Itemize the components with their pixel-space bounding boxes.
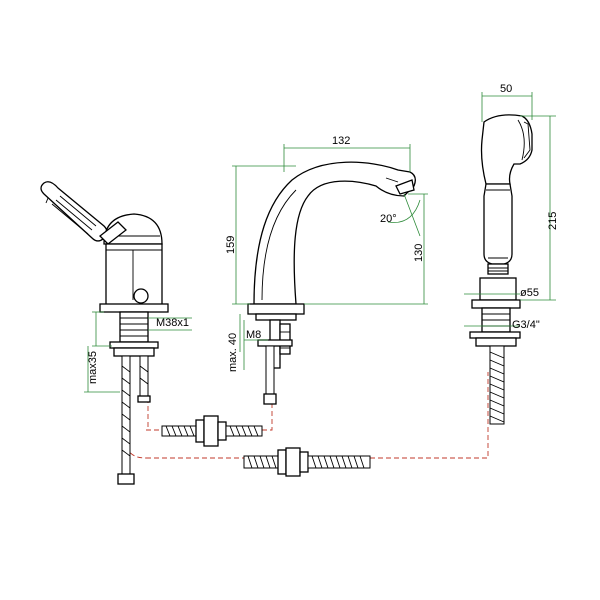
lever-mixer — [40, 181, 169, 485]
handshower-diameter-label: ø55 — [520, 287, 539, 299]
handshower — [469, 114, 533, 425]
spout-stud-thread-label: M8 — [246, 329, 261, 341]
mixer-dimensions: M38x1 max35 — [84, 311, 192, 393]
mixer-shank — [119, 311, 149, 343]
spout-dimensions: 132 159 130 20° M8 max. 40 — [225, 135, 428, 372]
handshower-hose-coil — [489, 351, 505, 423]
spout — [247, 161, 416, 405]
spout-max-deck-label: max. 40 — [227, 333, 239, 372]
spout-reach-label: 132 — [332, 135, 350, 147]
mixer-max-deck-label: max35 — [87, 351, 99, 384]
mixer-supply-hose-right — [139, 355, 149, 401]
hidden-connection-lines — [125, 372, 489, 459]
lever-handle — [40, 181, 108, 242]
handshower-holder — [479, 277, 517, 301]
handshower-head — [480, 114, 533, 185]
spout-outlet-height-label: 130 — [413, 244, 425, 262]
connector-hose-short — [161, 415, 263, 447]
connector-hose-long — [243, 447, 371, 477]
spout-supply-tube — [265, 345, 275, 397]
spout-height-label: 159 — [225, 236, 237, 254]
mixer-body — [105, 243, 163, 311]
handshower-dimensions: 50 215 ø55 G3/4" — [464, 83, 559, 331]
spout-aerator — [395, 179, 415, 195]
handshower-height-label: 215 — [547, 212, 559, 230]
spout-body — [253, 161, 416, 305]
handshower-grip — [483, 183, 513, 265]
mixer-indicator — [133, 288, 149, 304]
handshower-width-label: 50 — [500, 83, 512, 95]
mixer-thread-label: M38x1 — [156, 317, 189, 329]
spout-base — [247, 303, 305, 315]
mixer-hose-braid — [121, 365, 149, 457]
spout-angle-label: 20° — [380, 213, 397, 225]
handshower-thread-label: G3/4" — [512, 319, 540, 331]
